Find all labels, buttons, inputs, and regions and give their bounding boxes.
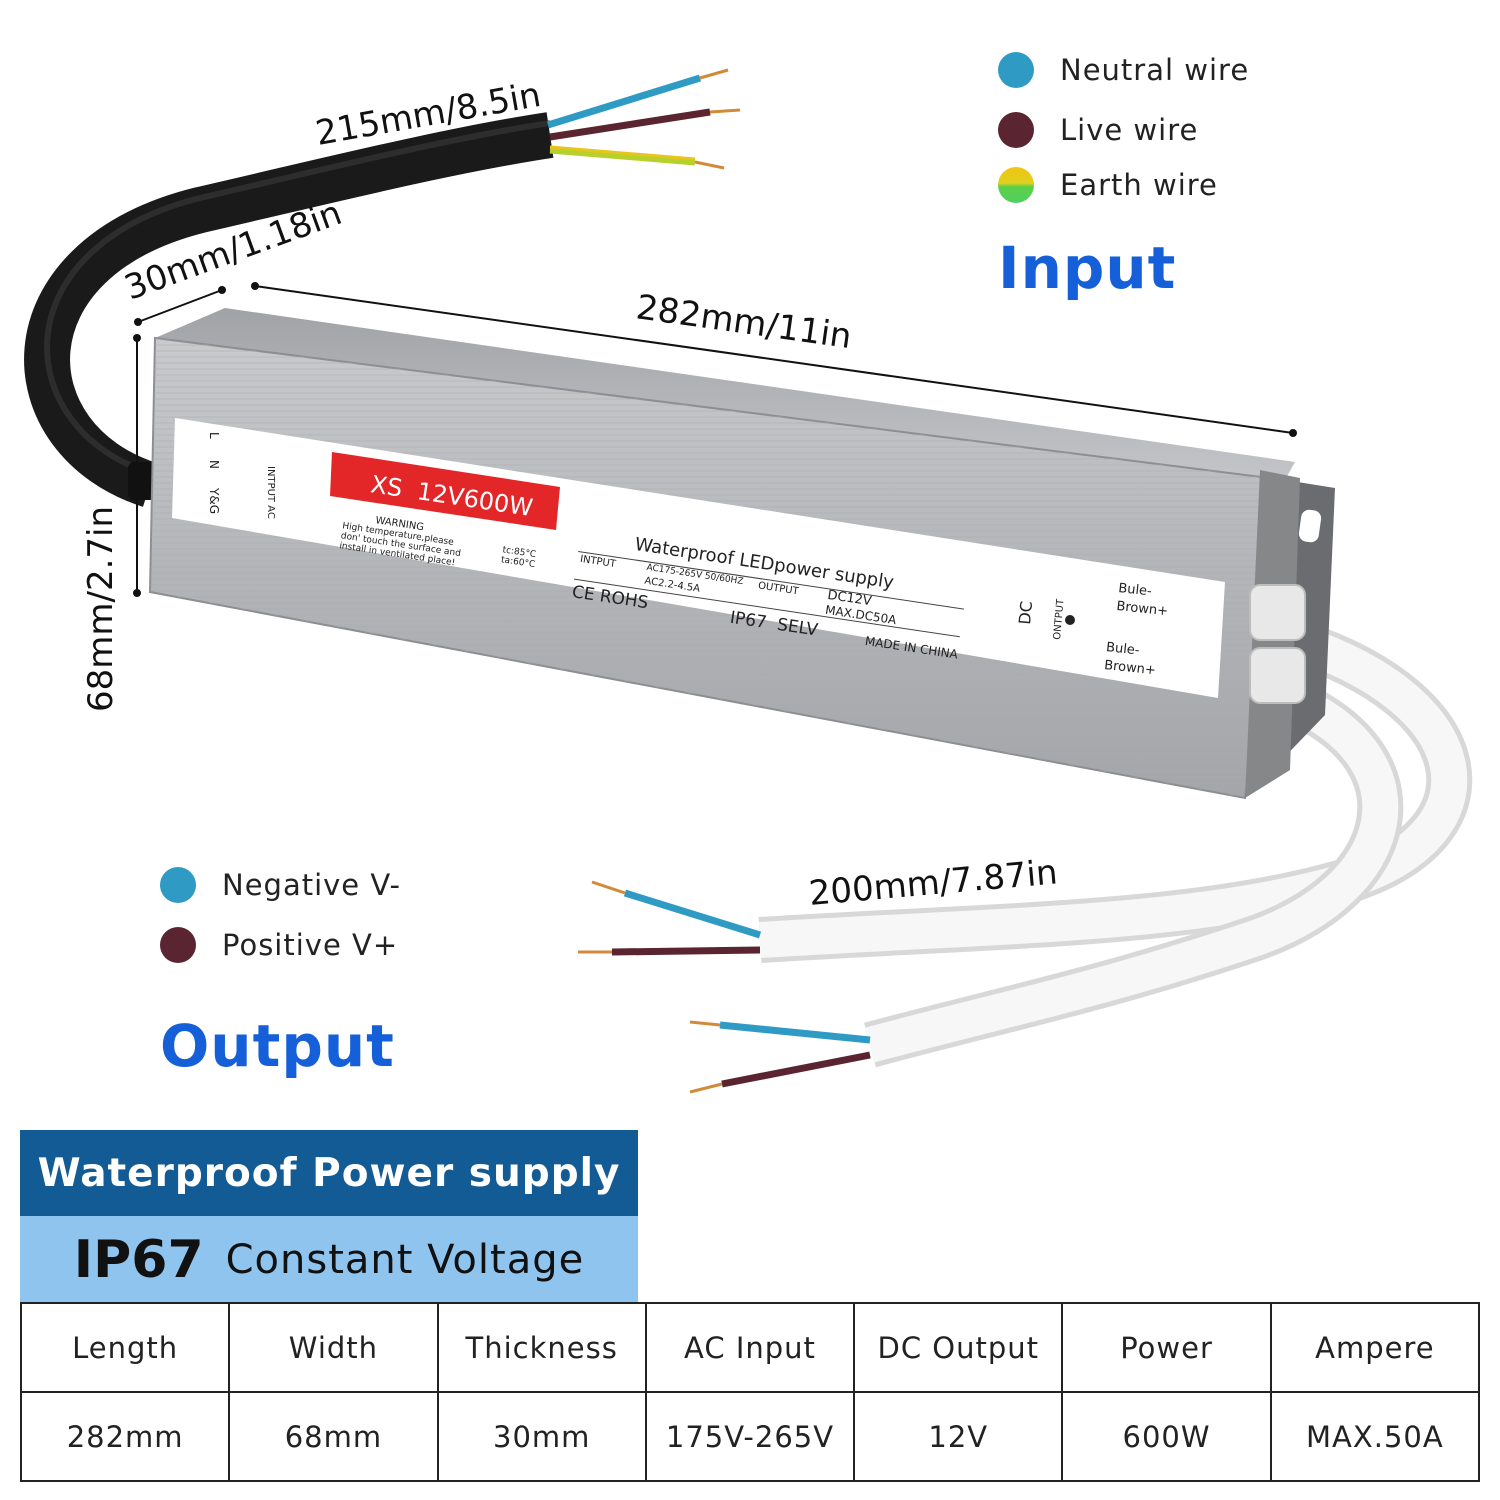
header-ac-input: AC Input	[644, 1302, 856, 1393]
earth-wire-color-dot	[998, 167, 1034, 203]
output-section-title: Output	[160, 1012, 395, 1080]
output-value-voltage: DC12V	[826, 588, 872, 609]
banner-rating: IP67	[73, 1230, 204, 1290]
legend-label: Live wire	[1060, 113, 1199, 147]
legend-item-negative: Negative V-	[160, 867, 401, 903]
dimension-lines	[133, 282, 1297, 597]
terminal-blue-1: Bule-	[1118, 581, 1153, 599]
power-supply-body	[148, 308, 1335, 800]
negative-color-dot	[160, 867, 196, 903]
spec-table: Length Width Thickness AC Input DC Outpu…	[19, 1302, 1481, 1482]
banner-title-bar: Waterproof Power supply	[20, 1130, 638, 1216]
value-thickness: 30mm	[436, 1391, 647, 1482]
table-row-values: 282mm 68mm 30mm 175V-265V 12V 600W MAX.5…	[19, 1391, 1481, 1482]
legend-item-neutral-wire: Neutral wire	[998, 52, 1249, 88]
value-dc-output: 12V	[853, 1391, 1064, 1482]
legend-label: Positive V+	[222, 928, 399, 962]
legend-item-live-wire: Live wire	[998, 112, 1198, 148]
terminal-l: L	[207, 432, 221, 439]
header-dc-output: DC Output	[853, 1302, 1064, 1393]
legend-label: Neutral wire	[1060, 53, 1250, 87]
terminal-brown-1: Brown+	[1116, 599, 1169, 619]
width-label: 68mm/2.7in	[81, 506, 121, 712]
banner-subtitle: Constant Voltage	[225, 1237, 585, 1283]
table-row-headers: Length Width Thickness AC Input DC Outpu…	[19, 1302, 1481, 1393]
terminal-n: N	[207, 460, 221, 469]
input-section-title: Input	[998, 234, 1177, 302]
value-power: 600W	[1061, 1391, 1272, 1482]
output-glands	[1249, 584, 1306, 704]
dc-label: DC	[1015, 600, 1036, 625]
terminal-blue-2: Bule-	[1105, 640, 1140, 658]
output-block-label: ONTPUT	[1052, 598, 1067, 641]
header-power: Power	[1061, 1302, 1272, 1393]
value-width: 68mm	[228, 1391, 439, 1482]
terminal-brown-2: Brown+	[1103, 658, 1156, 678]
header-ampere: Ampere	[1269, 1302, 1481, 1393]
banner-title: Waterproof Power supply	[37, 1150, 621, 1196]
neutral-wire-color-dot	[998, 52, 1034, 88]
legend-item-positive: Positive V+	[160, 927, 398, 963]
live-wire-color-dot	[998, 112, 1034, 148]
input-label: INTPUT	[579, 554, 617, 570]
length-label: 282mm/11in	[634, 287, 854, 357]
header-width: Width	[228, 1302, 439, 1393]
legend-label: Earth wire	[1060, 168, 1218, 202]
terminal-yg: Y&G	[207, 487, 221, 514]
legend-label: Negative V-	[222, 868, 401, 902]
banner-subtitle-bar: IP67 Constant Voltage	[20, 1216, 638, 1304]
output-cables	[578, 618, 1473, 1094]
header-length: Length	[19, 1302, 231, 1393]
input-ac-block: INTPUT AC	[265, 466, 276, 519]
value-length: 282mm	[19, 1391, 231, 1482]
input-cable	[24, 68, 741, 507]
positive-color-dot	[160, 927, 196, 963]
header-thickness: Thickness	[436, 1302, 647, 1393]
legend-item-earth-wire: Earth wire	[998, 167, 1218, 203]
temp-tc: tc:85°C	[502, 545, 537, 560]
value-ac-input: 175V-265V	[644, 1391, 856, 1482]
value-ampere: MAX.50A	[1269, 1391, 1481, 1482]
